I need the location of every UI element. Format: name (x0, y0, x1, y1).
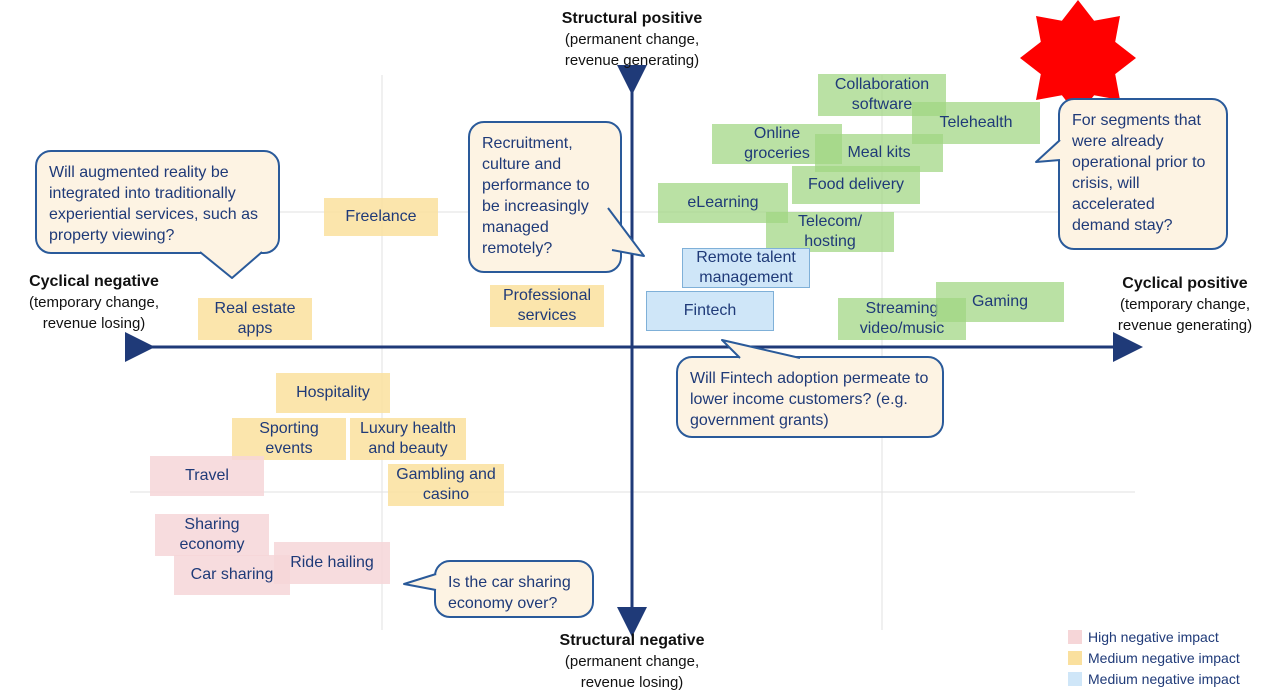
segment-label: management (699, 269, 793, 286)
segment-label: video/music (859, 320, 945, 337)
axis-title-left-sub1: (temporary change, (28, 294, 160, 311)
segment-collaboration-software: Collaboration software (818, 74, 946, 116)
segment-label: Travel (185, 467, 229, 484)
segment-label: software (851, 96, 913, 113)
legend-swatch (1068, 650, 1082, 665)
star-icon (1020, 0, 1136, 116)
segment-label: Gambling and (396, 466, 496, 483)
segment-freelance: Freelance (324, 198, 438, 236)
axis-title-left: Cyclical negative (temporary change, rev… (6, 271, 182, 334)
callout-text: Recruitment, culture and performance to … (482, 135, 590, 257)
axis-title-top-sub1: (permanent change, (564, 31, 700, 48)
segment-label: services (517, 307, 577, 324)
segment-label: and beauty (368, 440, 448, 457)
segment-label: events (265, 440, 313, 457)
segment-label: Real estate (214, 300, 296, 317)
segment-meal-kits: Meal kits (815, 134, 943, 172)
legend: High negative impact Medium negative imp… (1068, 626, 1240, 689)
axis-title-top-sub2: revenue generating) (564, 52, 700, 69)
callout-text: For segments that were already operation… (1072, 112, 1206, 234)
legend-swatch (1068, 629, 1082, 644)
segment-label: Professional (502, 287, 592, 304)
segment-label: groceries (744, 145, 810, 162)
segment-gaming: Gaming (936, 282, 1064, 322)
legend-label: Medium negative impact (1088, 670, 1240, 687)
segment-gambling-casino: Gambling and casino (388, 464, 504, 506)
axis-title-top: Structural positive (permanent change, r… (532, 8, 732, 71)
legend-item: Medium negative impact (1068, 647, 1240, 668)
segment-label: Remote talent (696, 249, 796, 266)
callout-augmented-reality: Will augmented reality be integrated int… (35, 150, 280, 254)
segment-label: hosting (804, 233, 856, 250)
legend-item: High negative impact (1068, 626, 1240, 647)
segment-sharing-economy: Sharing economy (155, 514, 269, 556)
legend-label: Medium negative impact (1088, 649, 1240, 666)
segment-professional-services: Professional services (490, 285, 604, 327)
segment-label: Telecom/ (797, 213, 863, 230)
segment-label: apps (237, 320, 273, 337)
callout-text: Will Fintech adoption permeate to lower … (690, 370, 929, 429)
callout-recruitment: Recruitment, culture and performance to … (468, 121, 622, 273)
segment-remote-talent: Remote talent management (682, 248, 810, 288)
segment-label: Fintech (683, 302, 737, 319)
segment-travel: Travel (150, 456, 264, 496)
callout-segments-demand: For segments that were already operation… (1058, 98, 1228, 250)
segment-real-estate-apps: Real estate apps (198, 298, 312, 340)
axis-title-bottom: Structural negative (permanent change, r… (532, 630, 732, 693)
segment-label: Streaming (865, 300, 939, 317)
legend-item: Medium negative impact (1068, 668, 1240, 689)
segment-label: eLearning (687, 194, 759, 211)
axis-title-bottom-sub1: (permanent change, (564, 653, 700, 670)
segment-label: Luxury health (359, 420, 457, 437)
segment-hospitality: Hospitality (276, 373, 390, 413)
callout-text: Will augmented reality be integrated int… (49, 164, 258, 244)
segment-label: Meal kits (847, 144, 911, 161)
segment-sporting-events: Sporting events (232, 418, 346, 460)
segment-label: Car sharing (190, 566, 274, 583)
segment-label: Gaming (971, 293, 1029, 310)
segment-telecom-hosting: Telecom/ hosting (766, 212, 894, 252)
segment-label: casino (422, 486, 470, 503)
axis-title-bottom-main: Structural negative (559, 632, 705, 649)
segment-ride-hailing: Ride hailing (274, 542, 390, 584)
segment-label: Hospitality (296, 384, 370, 401)
segment-label: Ride hailing (290, 554, 374, 571)
callout-text: Is the car sharing economy over? (448, 574, 571, 612)
segment-label: Food delivery (807, 176, 905, 193)
segment-fintech: Fintech (646, 291, 774, 331)
segment-luxury-health: Luxury health and beauty (350, 418, 466, 460)
axis-title-left-main: Cyclical negative (29, 273, 159, 290)
axis-title-right: Cyclical positive (temporary change, rev… (1094, 273, 1276, 336)
callout-fintech: Will Fintech adoption permeate to lower … (676, 356, 944, 438)
segment-car-sharing: Car sharing (174, 555, 290, 595)
segment-label: Online (753, 125, 801, 142)
axis-title-left-sub2: revenue losing) (42, 315, 146, 332)
segment-food-delivery: Food delivery (792, 166, 920, 204)
segment-label: economy (179, 536, 245, 553)
segment-label: Sporting (259, 420, 319, 437)
legend-label: High negative impact (1088, 628, 1219, 645)
segment-label: Telehealth (939, 114, 1013, 131)
segment-label: Collaboration (834, 76, 930, 93)
axis-title-bottom-sub2: revenue losing) (580, 674, 684, 691)
segment-label: Sharing (184, 516, 240, 533)
segment-label: Freelance (345, 208, 417, 225)
callout-car-sharing: Is the car sharing economy over? (434, 560, 594, 618)
legend-swatch (1068, 671, 1082, 686)
axis-title-right-sub2: revenue generating) (1117, 317, 1253, 334)
axis-title-right-sub1: (temporary change, (1119, 296, 1251, 313)
axis-title-right-main: Cyclical positive (1122, 275, 1248, 292)
axis-title-top-main: Structural positive (561, 10, 703, 27)
